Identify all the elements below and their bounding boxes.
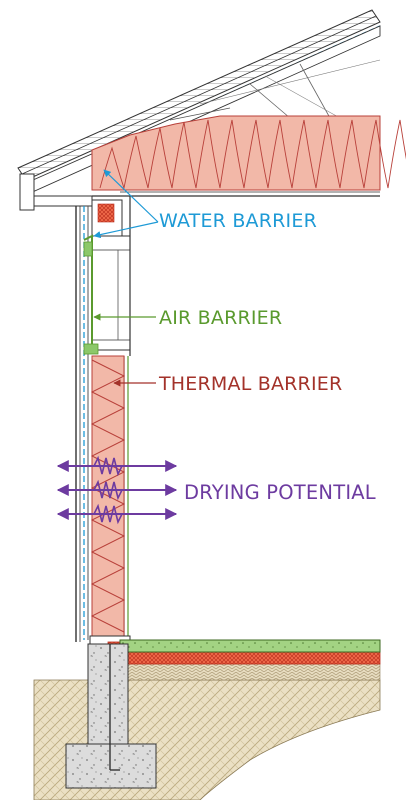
water-barrier-label: WATER BARRIER	[159, 210, 317, 232]
foundation	[33, 639, 381, 800]
air-barrier-label: AIR BARRIER	[159, 307, 283, 329]
drying-arrows	[56, 455, 178, 525]
attic-insulation	[91, 115, 406, 191]
wall-assembly	[75, 196, 131, 645]
drying-potential-label: DRYING POTENTIAL	[184, 481, 376, 504]
thermal-barrier-label: THERMAL BARRIER	[159, 373, 343, 395]
drying-arrow-2	[56, 479, 178, 501]
drying-arrow-3	[56, 503, 178, 525]
water-barrier-leader	[93, 169, 159, 239]
drying-arrow-1	[56, 455, 178, 477]
